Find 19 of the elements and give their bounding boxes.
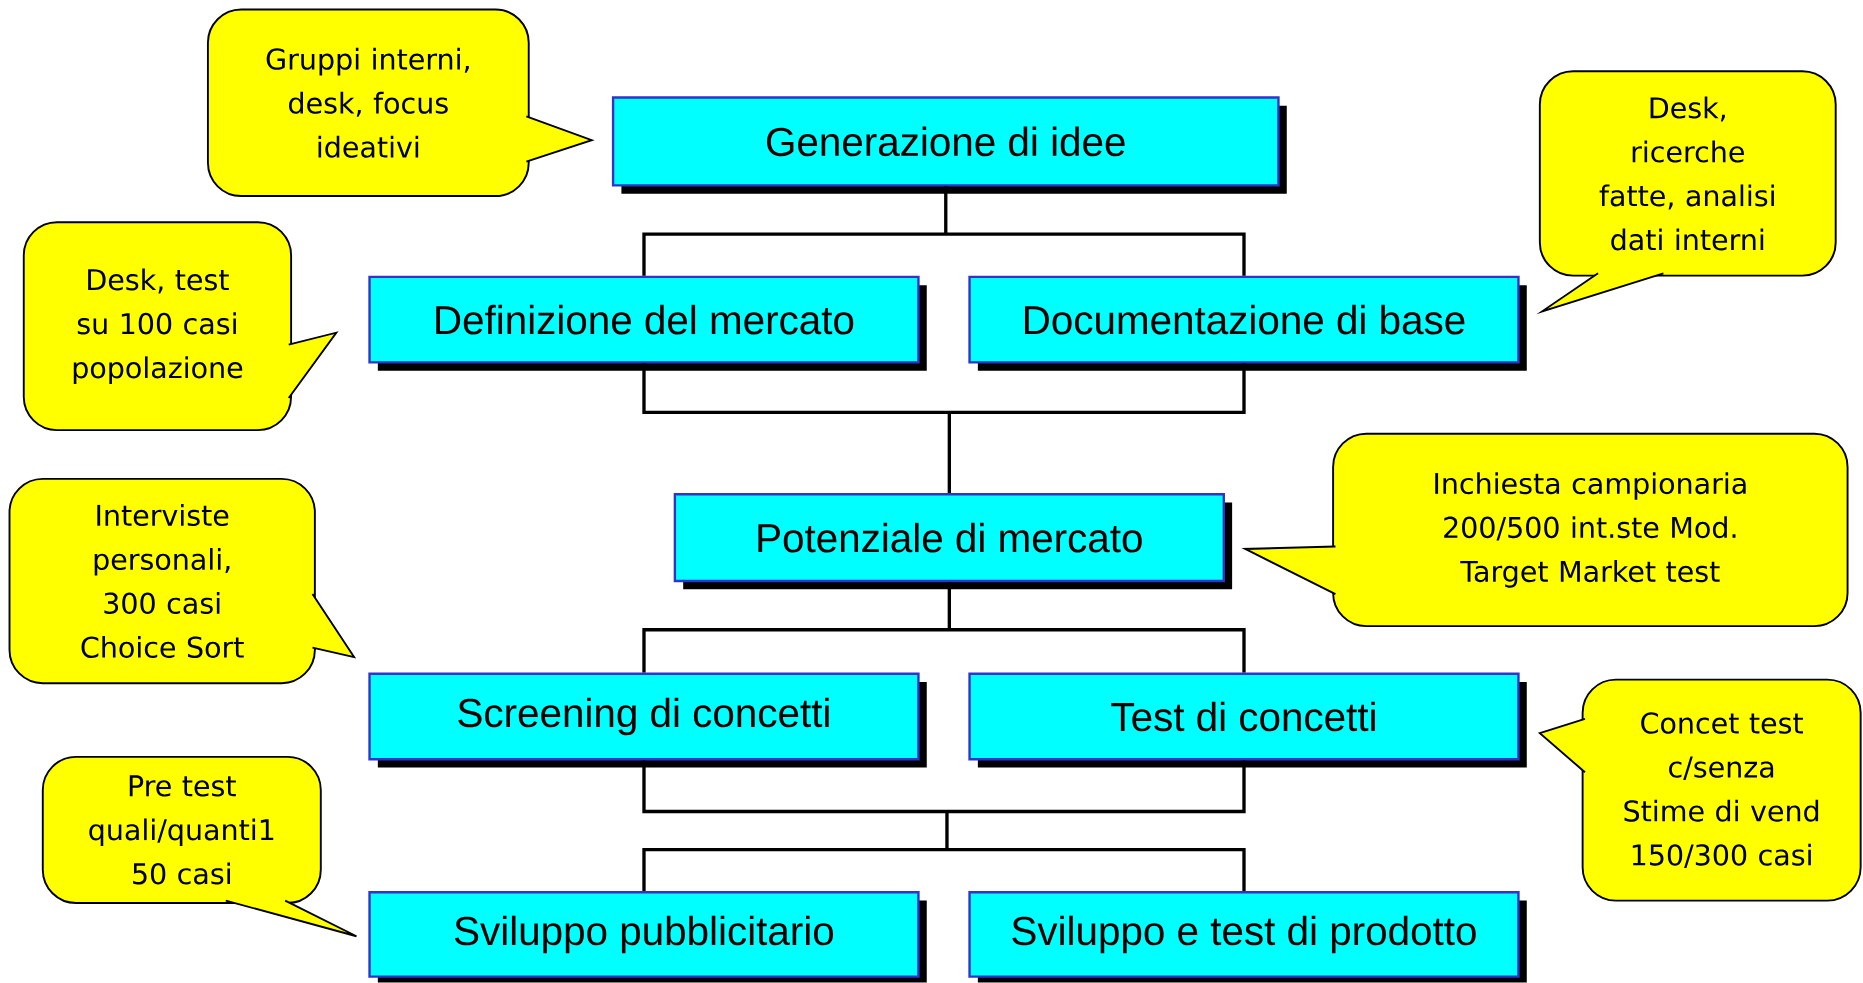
speech-bubble: Inchiesta campionaria 200/500 int.ste Mod. Target Market test xyxy=(1241,432,1849,628)
process-box: Generazione di idee xyxy=(611,96,1287,194)
connector-line xyxy=(642,580,1246,675)
speech-bubble: Gruppi interni, desk, focus ideativi xyxy=(207,8,595,198)
speech-bubble: Pre test quali/quanti1 50 casi xyxy=(41,756,358,938)
speech-bubble: Desk, test su 100 casi popolazione xyxy=(22,221,339,432)
speech-bubble: Concet test c/senza Stime di vend 150/300 casi xyxy=(1537,678,1862,902)
speech-bubble: Desk, ricerche fatte, analisi dati interni xyxy=(1536,70,1837,315)
connector-line xyxy=(642,758,1246,893)
connector-line xyxy=(642,185,1246,278)
process-box: Potenziale di mercato xyxy=(673,493,1233,590)
process-box: Sviluppo e test di prodotto xyxy=(968,891,1527,983)
connector-line xyxy=(642,362,1246,495)
process-box: Documentazione di base xyxy=(968,275,1527,371)
process-box: Screening di concetti xyxy=(368,672,927,768)
process-box: Test di concetti xyxy=(968,672,1527,768)
process-box: Sviluppo pubblicitario xyxy=(368,891,927,983)
process-box: Definizione del mercato xyxy=(368,275,927,371)
speech-bubble: Interviste personali, 300 casi Choice Sort xyxy=(8,478,357,685)
